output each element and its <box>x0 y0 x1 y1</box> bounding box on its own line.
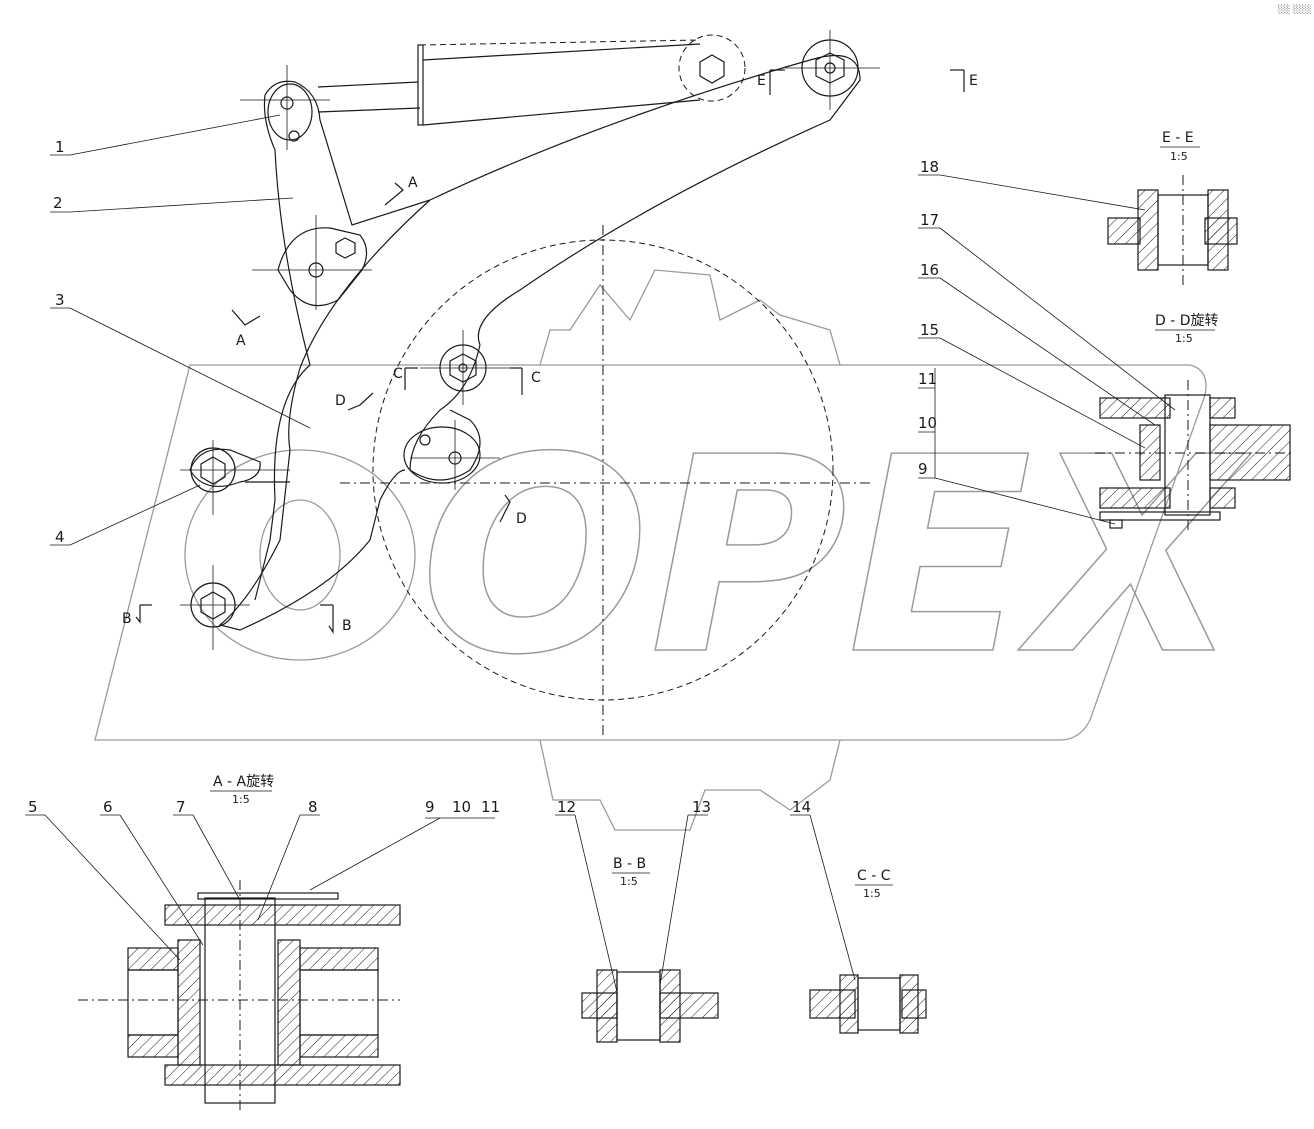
marker-c-right: C <box>531 370 541 386</box>
section-dd-title: D - D旋转 <box>1155 313 1219 329</box>
marker-b-left: B <box>122 611 132 627</box>
callout-15: 15 <box>920 321 939 339</box>
section-view-bb: B - B 1:5 12 13 <box>555 798 719 1043</box>
callout-10: 10 <box>452 798 471 816</box>
marker-e-left: E <box>757 73 766 89</box>
marker-e-right: E <box>969 73 978 89</box>
callout-9: 9 <box>425 798 435 816</box>
callout-4: 4 <box>55 528 65 546</box>
callout-13: 13 <box>692 798 711 816</box>
callout-table-9: 9 <box>918 460 928 478</box>
callout-3: 3 <box>55 291 65 309</box>
callout-17: 17 <box>920 211 939 229</box>
marker-a-top: A <box>408 175 418 191</box>
callout-16: 16 <box>920 261 939 279</box>
section-view-ee: E - E 1:5 18 <box>918 130 1238 285</box>
corner-text: ░░ ░░░ <box>1278 4 1311 14</box>
marker-c-left: C <box>393 366 403 382</box>
section-ee-title: E - E <box>1162 130 1194 146</box>
section-aa-title: A - A旋转 <box>213 774 274 790</box>
callout-8: 8 <box>308 798 318 816</box>
callout-11: 11 <box>481 798 500 816</box>
section-ee-scale: 1:5 <box>1170 150 1188 163</box>
marker-a-bottom: A <box>236 333 246 349</box>
section-aa-scale: 1:5 <box>232 793 250 806</box>
section-view-cc: C - C 1:5 14 <box>790 798 927 1034</box>
callout-1: 1 <box>55 138 65 156</box>
callout-2: 2 <box>53 194 63 212</box>
callouts-main: 1 2 3 4 <box>50 114 311 546</box>
section-cc-title: C - C <box>857 868 891 884</box>
callout-table-11: 11 <box>918 370 937 388</box>
section-markers: A A B B C C D D E E <box>122 69 978 634</box>
watermark-logo: OPEX <box>94 269 1252 831</box>
callout-18: 18 <box>920 158 939 176</box>
section-bb-title: B - B <box>613 856 646 872</box>
callout-5: 5 <box>28 798 38 816</box>
callout-table-10: 10 <box>918 414 937 432</box>
marker-d-top: D <box>335 393 346 409</box>
section-dd-scale: 1:5 <box>1175 332 1193 345</box>
marker-b-right: B <box>342 618 352 634</box>
callout-6: 6 <box>103 798 113 816</box>
section-bb-scale: 1:5 <box>620 875 638 888</box>
section-cc-scale: 1:5 <box>863 887 881 900</box>
callout-14: 14 <box>792 798 811 816</box>
watermark-text: OPEX <box>420 399 1251 714</box>
callout-7: 7 <box>176 798 186 816</box>
main-view <box>180 30 880 735</box>
marker-d-bottom: D <box>516 511 527 527</box>
callout-12: 12 <box>557 798 576 816</box>
section-view-dd: D - D旋转 1:5 11 10 9 15 16 17 <box>918 211 1295 530</box>
section-view-aa: A - A旋转 1:5 5 6 7 8 9 10 11 <box>25 774 500 1110</box>
